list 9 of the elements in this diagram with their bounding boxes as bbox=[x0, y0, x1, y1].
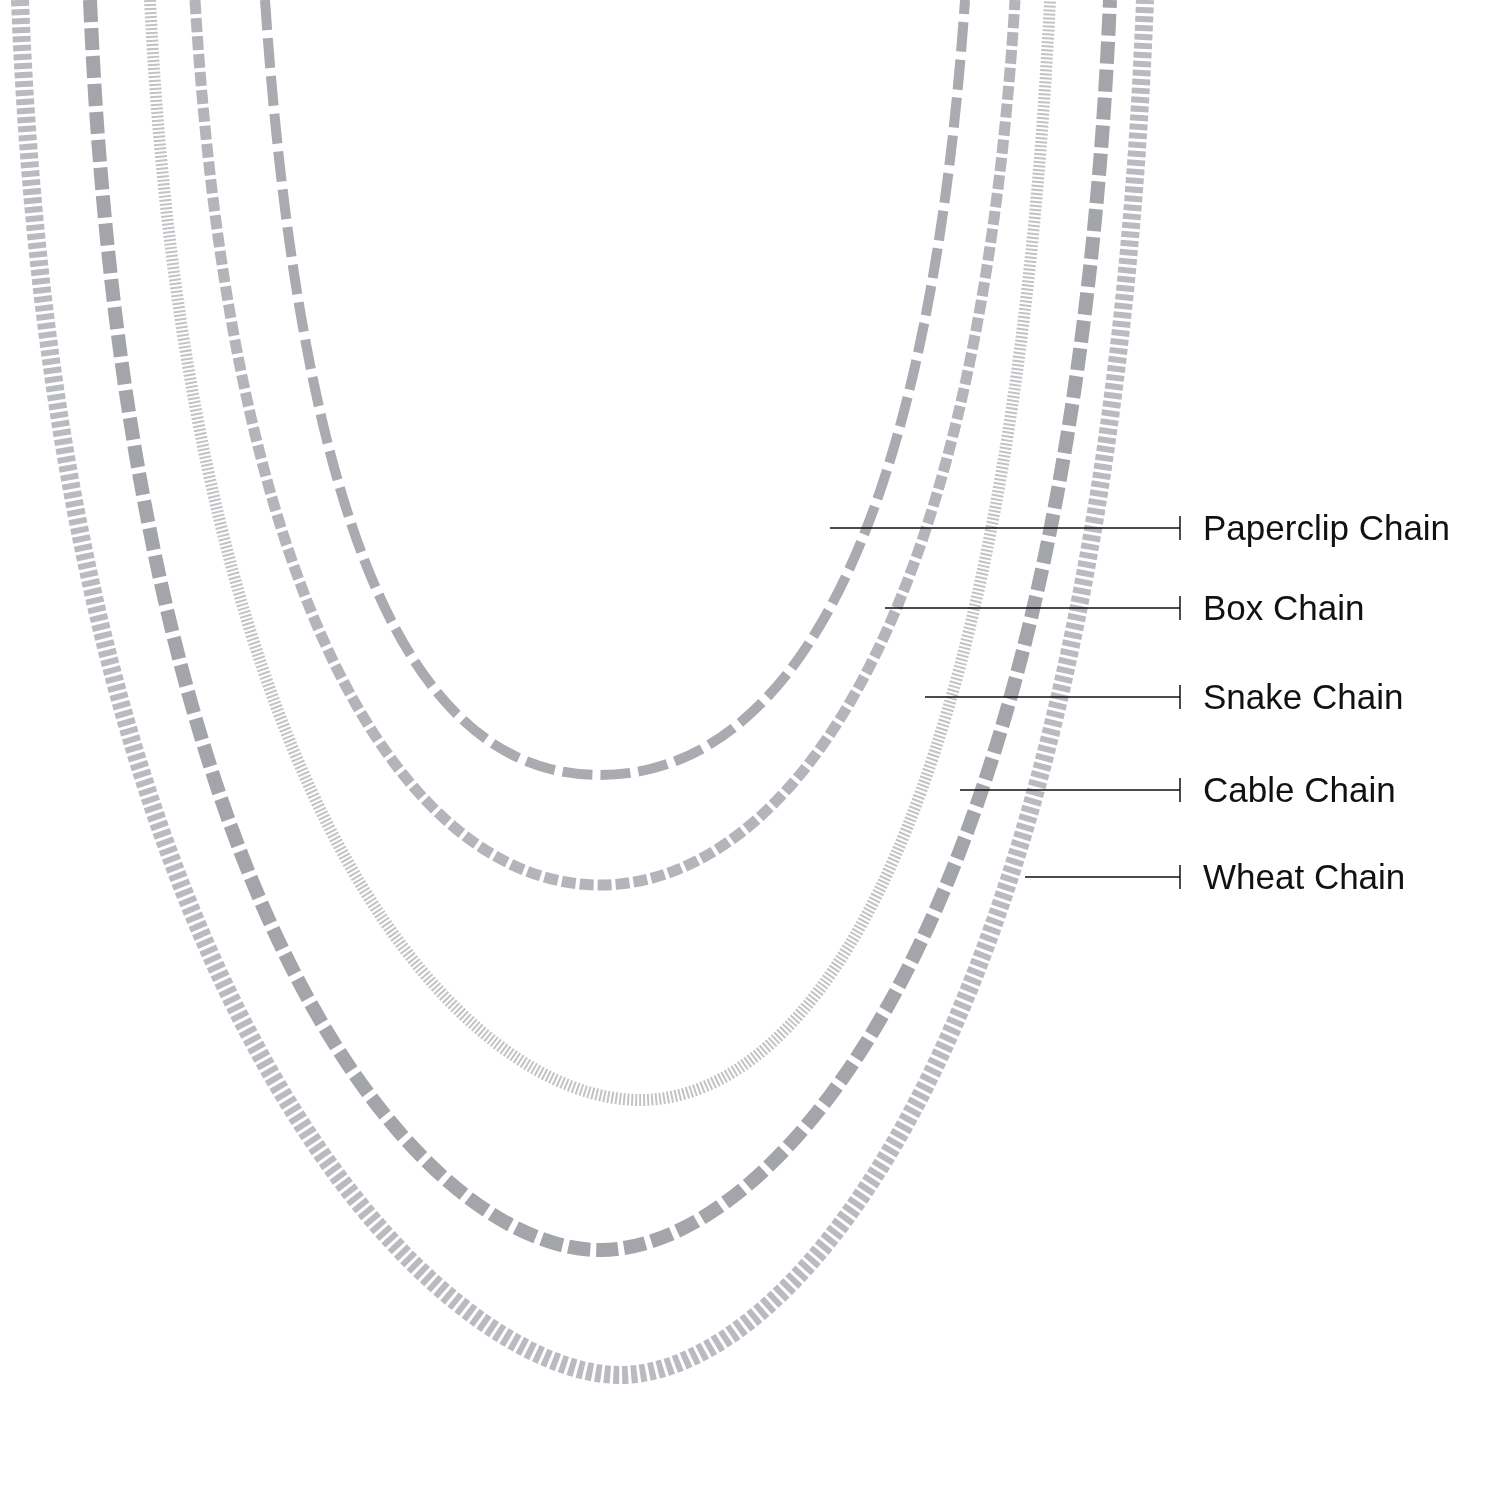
chain-drawing bbox=[11, 0, 1154, 1384]
chain-label: Wheat Chain bbox=[1203, 855, 1406, 899]
leader-line bbox=[1024, 864, 1181, 890]
chain-label: Paperclip Chain bbox=[1203, 506, 1451, 550]
leader-line bbox=[924, 684, 1181, 710]
chain-label: Box Chain bbox=[1203, 586, 1365, 630]
leader-line bbox=[959, 777, 1181, 803]
chain-label: Cable Chain bbox=[1203, 768, 1396, 812]
chain-label: Snake Chain bbox=[1203, 675, 1404, 719]
